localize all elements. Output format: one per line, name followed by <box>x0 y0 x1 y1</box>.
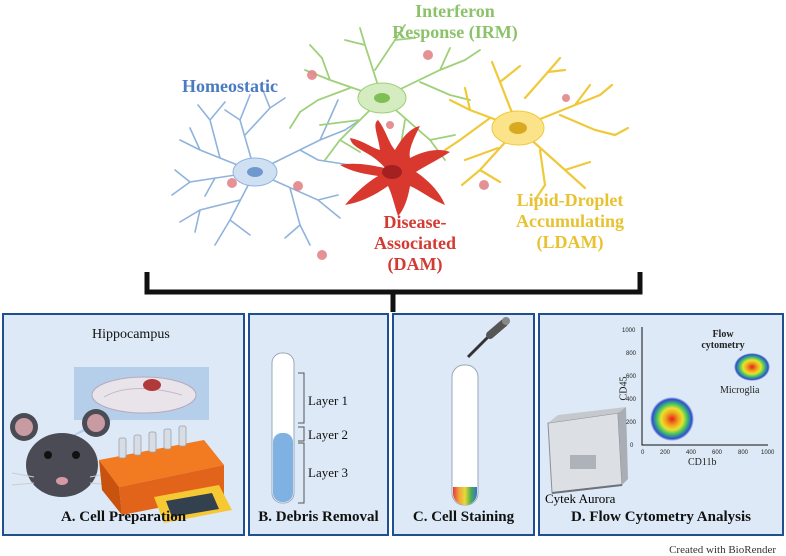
svg-text:0: 0 <box>641 450 645 456</box>
microglia-illustration <box>171 24 630 260</box>
layered-tube-icon <box>271 352 305 504</box>
label-irm-line1: Interferon <box>415 1 495 21</box>
layer-1-label: Layer 1 <box>308 393 349 408</box>
population-low <box>650 397 694 441</box>
tissue-dissociator-icon <box>99 425 232 523</box>
homeostatic-microglia <box>171 87 361 246</box>
svg-text:600: 600 <box>626 374 637 380</box>
label-dam-line3: (DAM) <box>387 254 443 274</box>
panel-a-illustration <box>10 367 232 523</box>
background-cells <box>227 50 570 260</box>
plot-title-line1: Flow <box>712 329 734 340</box>
cytometer-icon <box>547 407 628 494</box>
dam-microglia <box>340 120 450 216</box>
label-dam-line1: Disease- <box>383 212 447 232</box>
svg-text:0: 0 <box>630 443 634 449</box>
hippocampus-label: Hippocampus <box>92 327 170 342</box>
plot-ylabel: CD45 <box>618 376 630 401</box>
instrument-label: Cytek Aurora <box>545 491 616 506</box>
plot-title-line2: cytometry <box>701 340 745 351</box>
credit-text: Created with BioRender <box>669 544 776 556</box>
label-ldam: Lipid-Droplet Accumulating (LDAM) <box>490 190 650 253</box>
label-ldam-line2: Accumulating <box>516 211 624 231</box>
svg-text:400: 400 <box>686 450 697 456</box>
svg-text:800: 800 <box>626 351 637 357</box>
pipette-icon <box>466 317 510 359</box>
label-ldam-line1: Lipid-Droplet <box>516 190 624 210</box>
panel-d-illustration: 0 200 400 600 800 1000 0 200 400 600 800 1000 <box>547 327 775 494</box>
panel-debris-removal: Layer 1 Layer 2 Layer 3 B. Debris Remova… <box>248 313 389 536</box>
bracket-connector <box>144 272 643 312</box>
svg-text:200: 200 <box>626 420 637 426</box>
label-dam: Disease- Associated (DAM) <box>345 212 485 275</box>
label-ldam-line3: (LDAM) <box>536 232 604 252</box>
svg-text:200: 200 <box>660 450 671 456</box>
mouse-icon <box>10 409 113 497</box>
svg-text:1000: 1000 <box>622 328 636 334</box>
svg-text:1000: 1000 <box>761 450 775 456</box>
brain-icon <box>91 376 197 414</box>
panel-b-title: B. Debris Removal <box>258 509 379 525</box>
svg-text:400: 400 <box>626 397 637 403</box>
layer-3-label: Layer 3 <box>308 465 349 480</box>
plot-xlabel: CD11b <box>688 457 717 468</box>
population-microglia <box>734 353 770 381</box>
panel-c-title: C. Cell Staining <box>412 509 515 525</box>
svg-text:800: 800 <box>738 450 749 456</box>
label-irm: Interferon Response (IRM) <box>355 1 555 43</box>
panel-d-title: D. Flow Cytometry Analysis <box>571 509 751 525</box>
layer-2-label: Layer 2 <box>308 427 349 442</box>
plot-title: Flow cytometry <box>698 329 748 351</box>
flow-plot-ticks: 0 200 400 600 800 1000 0 200 400 600 800 1000 <box>622 328 775 456</box>
label-dam-line2: Associated <box>374 233 456 253</box>
panel-a-title: A. Cell Preparation <box>60 509 187 525</box>
panel-cell-staining: C. Cell Staining <box>392 313 535 536</box>
hippocampus-region <box>143 379 161 391</box>
panel-cell-preparation: Hippocampus A. Cell <box>2 313 245 536</box>
flow-plot <box>641 327 768 446</box>
staining-tube-icon <box>451 317 510 506</box>
svg-text:600: 600 <box>712 450 723 456</box>
label-irm-line2: Response (IRM) <box>392 22 518 42</box>
label-homeostatic: Homeostatic <box>182 76 278 96</box>
panel-flow-cytometry: 0 200 400 600 800 1000 0 200 400 600 800 1000 Fl… <box>538 313 784 536</box>
microglia-label: Microglia <box>720 385 760 396</box>
